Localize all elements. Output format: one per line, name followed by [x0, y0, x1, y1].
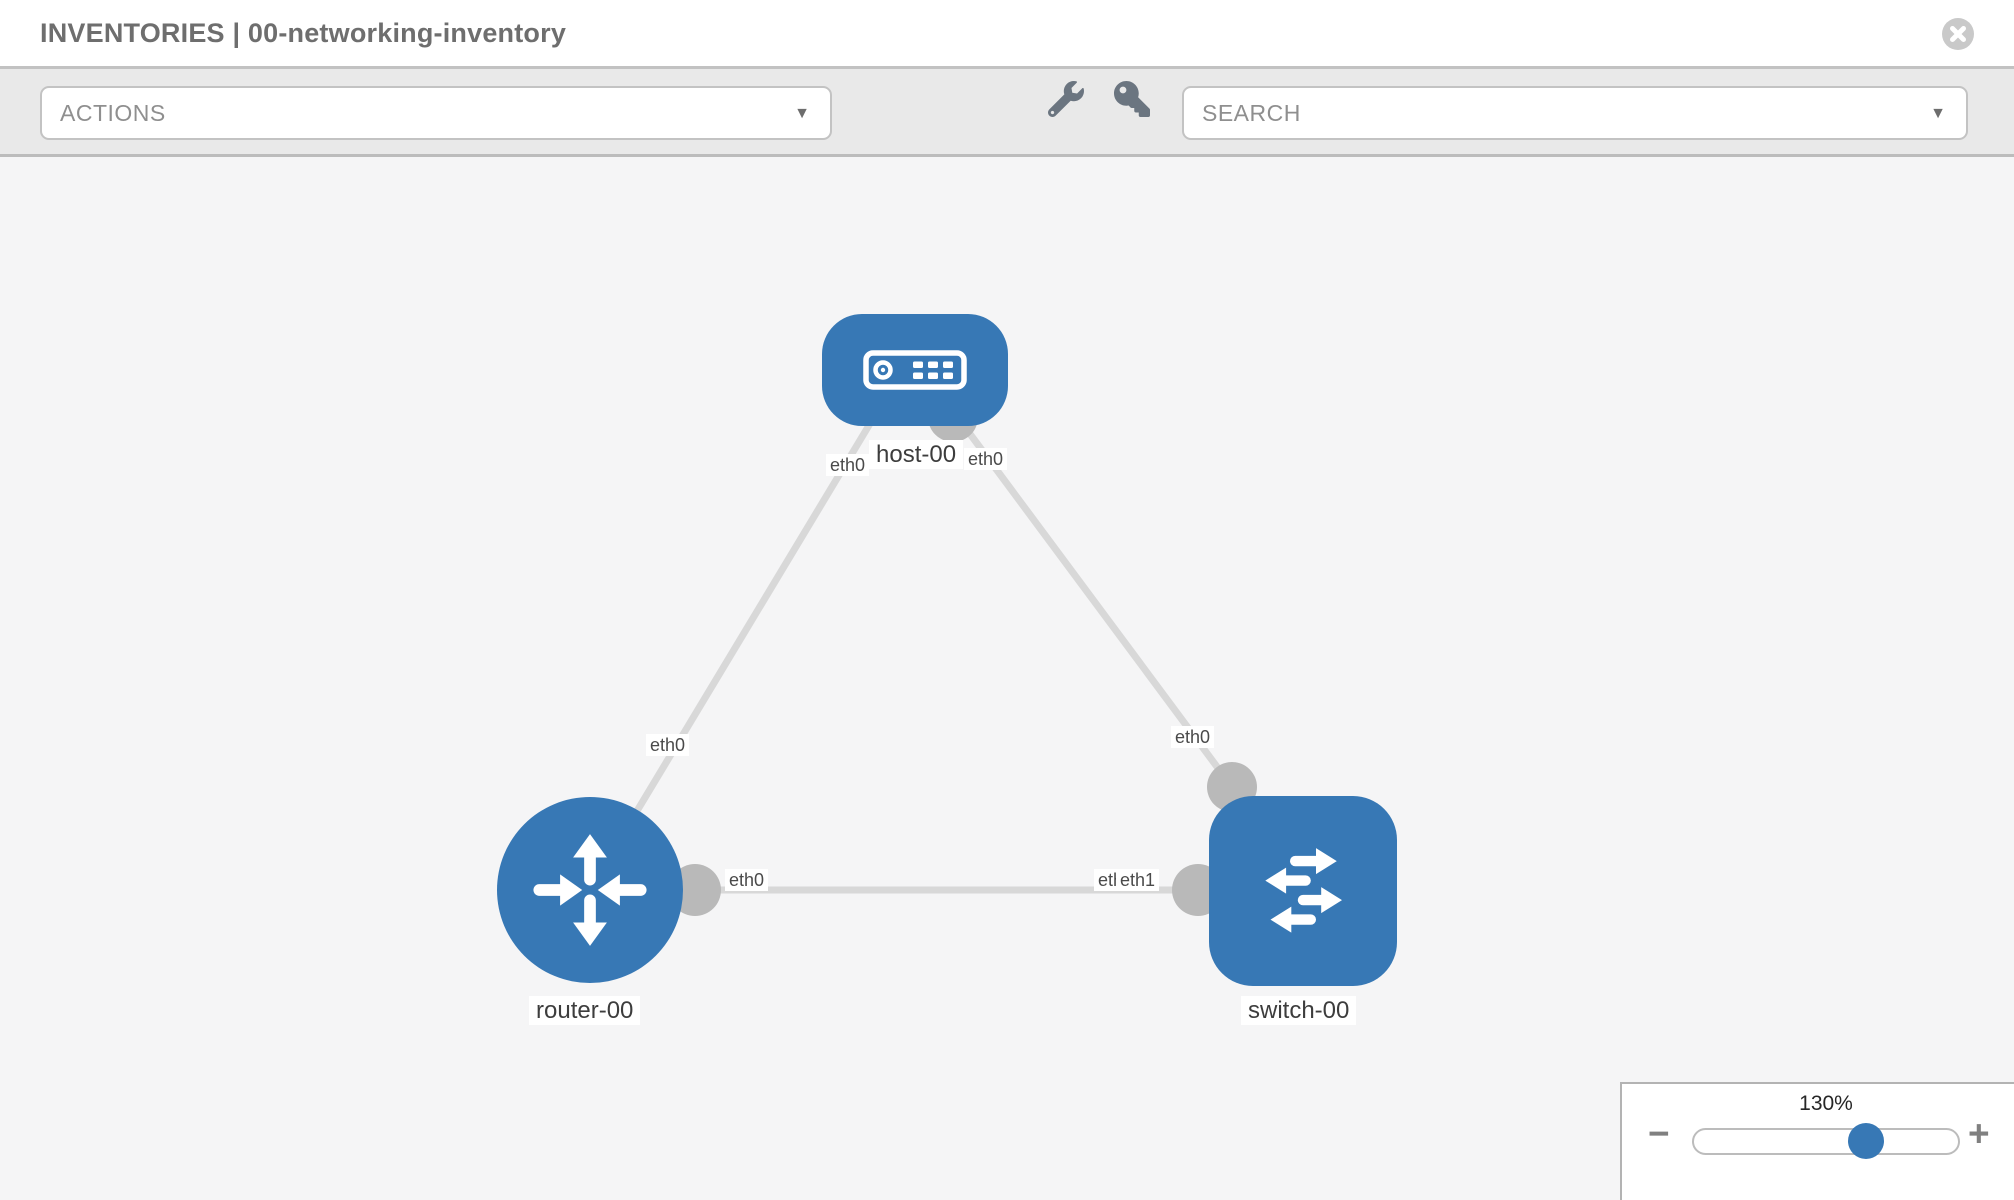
search-dropdown-value: SEARCH: [1202, 100, 1301, 126]
zoom-slider-thumb[interactable]: [1848, 1123, 1884, 1159]
interface-label: eth0: [1171, 726, 1215, 748]
zoom-in-button[interactable]: +: [1968, 1113, 1990, 1154]
search-dropdown[interactable]: SEARCH ▼: [1182, 86, 1968, 140]
zoom-panel: 130% − +: [1620, 1082, 2014, 1200]
interface-label: eth0: [826, 454, 870, 476]
host-icon: [863, 350, 967, 390]
interface-label: eth0: [964, 448, 1008, 470]
zoom-out-button[interactable]: −: [1648, 1113, 1670, 1154]
interface-label: eth0: [646, 734, 690, 756]
topology-links-layer: [634, 392, 1257, 916]
node-label-router: router-00: [529, 996, 641, 1025]
router-icon: [533, 834, 647, 946]
configure-tools-button[interactable]: [1047, 81, 1084, 120]
zoom-slider[interactable]: [1692, 1123, 1960, 1159]
topology-canvas[interactable]: host-00 router-00 switch-00 eth0 eth0 et…: [0, 157, 2014, 1200]
key-credentials-button[interactable]: [1114, 81, 1150, 120]
close-button[interactable]: [1942, 18, 1974, 50]
title-bar: INVENTORIES | 00-networking-inventory: [0, 0, 2014, 69]
link-host-switch: [947, 404, 1235, 790]
node-router-00[interactable]: [497, 797, 683, 983]
switch-icon: [1265, 848, 1342, 933]
actions-dropdown-value: ACTIONS: [60, 100, 166, 126]
node-host-00[interactable]: [822, 314, 1008, 426]
node-label-switch: switch-00: [1241, 996, 1357, 1025]
key-icon: [1114, 81, 1150, 117]
toolbar: ACTIONS ▼ SEARCH ▼: [0, 69, 2014, 157]
node-switch-00[interactable]: [1209, 796, 1397, 986]
chevron-down-icon: ▼: [794, 105, 810, 122]
interface-label: eth0: [725, 869, 769, 891]
interface-label: eth1: [1116, 869, 1160, 891]
close-icon: [1942, 18, 1974, 50]
chevron-down-icon: ▼: [1930, 105, 1946, 122]
actions-dropdown[interactable]: ACTIONS ▼: [40, 86, 832, 140]
page-title: INVENTORIES | 00-networking-inventory: [40, 18, 567, 48]
node-label-host: host-00: [869, 440, 964, 469]
zoom-level-label: 130%: [1799, 1092, 1853, 1115]
wrench-icon: [1047, 81, 1084, 118]
